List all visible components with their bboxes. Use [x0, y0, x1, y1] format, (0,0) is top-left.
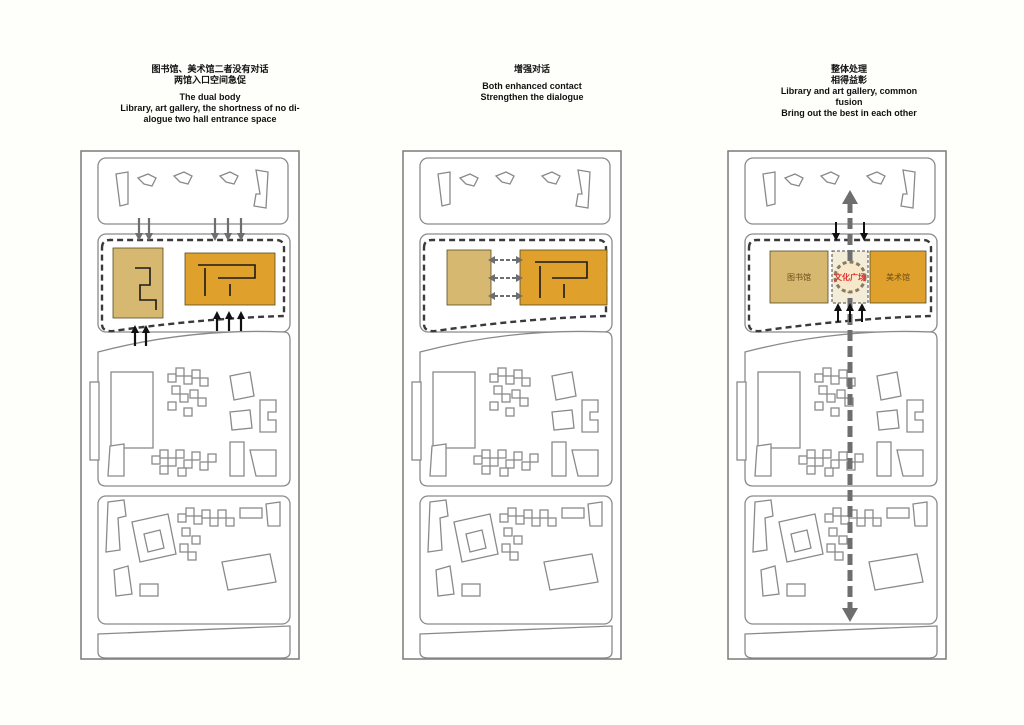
library-building	[112, 247, 164, 319]
plaza-circle	[833, 260, 867, 294]
caption-zh-line-1: 图书馆、美术馆二者没有对话	[151, 64, 269, 74]
caption-en-line-2: Strengthen the dialogue	[480, 92, 584, 102]
cultural-zone	[100, 238, 286, 333]
gallery-core	[198, 264, 256, 296]
base-map	[80, 150, 300, 660]
gallery-label: 美术馆	[886, 272, 910, 282]
double-arrow-icon	[488, 256, 523, 264]
site-plan-panel-3: 图书馆 美术馆 文化广场	[727, 150, 947, 660]
site-plan-panel-1	[80, 150, 300, 660]
arrow-down-icon	[211, 218, 219, 241]
black-arrows	[832, 222, 868, 322]
caption-zh-line-2: 相得益彰	[830, 75, 867, 85]
caption-panel-2: 增强对话 Both enhanced contact Strengthen th…	[412, 64, 652, 103]
library-building	[446, 249, 492, 306]
caption-en-line-3: alogue two hall entrance space	[143, 114, 277, 124]
caption-panel-3: 整体处理 相得益彰 Library and art gallery, commo…	[729, 64, 969, 119]
caption-zh-line-1: 增强对话	[513, 64, 550, 74]
base-map	[402, 150, 622, 660]
zone-boundary	[747, 238, 933, 333]
caption-en-line-1: Both enhanced contact	[482, 81, 582, 91]
double-arrow-icon	[488, 274, 523, 282]
arrow-up-icon	[131, 325, 139, 346]
zone-boundary	[100, 238, 286, 333]
arrow-up-icon	[858, 303, 866, 322]
caption-zh-line-1: 整体处理	[830, 64, 867, 74]
base-map-layer	[402, 150, 622, 660]
arrow-up-icon	[846, 303, 854, 322]
double-arrow-icon	[488, 292, 523, 300]
gray-arrows	[135, 218, 245, 241]
caption-en-line-1: The dual body	[179, 92, 241, 102]
caption-panel-1: 图书馆、美术馆二者没有对话 两馆入口空间急促 The dual body Lib…	[90, 64, 330, 125]
axis-arrow-icon	[842, 608, 858, 622]
gallery-building	[184, 252, 276, 306]
arrow-down-icon	[224, 218, 232, 241]
cultural-zone	[422, 238, 608, 333]
gallery-building	[869, 250, 927, 304]
base-map-layer	[80, 150, 300, 660]
gallery-core	[535, 261, 588, 298]
caption-en-line-2: Library, art gallery, the shortness of n…	[120, 103, 300, 113]
caption-zh-line-2: 两馆入口空间急促	[173, 75, 246, 85]
caption-en-line-2: fusion	[835, 97, 863, 107]
arrow-up-icon	[142, 325, 150, 346]
arrow-down-icon	[237, 218, 245, 241]
connection-arrows	[488, 256, 523, 300]
arrow-up-icon	[834, 303, 842, 322]
arrow-down-icon	[135, 218, 143, 241]
site-plan-panel-2	[402, 150, 622, 660]
black-arrows	[131, 311, 245, 346]
caption-en-line-3: Bring out the best in each other	[781, 108, 917, 118]
library-building	[769, 250, 829, 304]
arrow-down-icon	[832, 222, 840, 241]
library-core	[135, 267, 157, 310]
caption-en-line-1: Library and art gallery, common	[780, 86, 918, 96]
arrow-up-icon	[237, 311, 245, 331]
plaza-label: 文化广场	[834, 272, 866, 282]
arrow-down-icon	[145, 218, 153, 241]
arrow-up-icon	[225, 311, 233, 331]
zone-boundary	[422, 238, 608, 333]
library-label: 图书馆	[787, 272, 811, 282]
axis-arrow-icon	[842, 190, 858, 204]
arrow-down-icon	[860, 222, 868, 241]
arrow-up-icon	[213, 311, 221, 331]
